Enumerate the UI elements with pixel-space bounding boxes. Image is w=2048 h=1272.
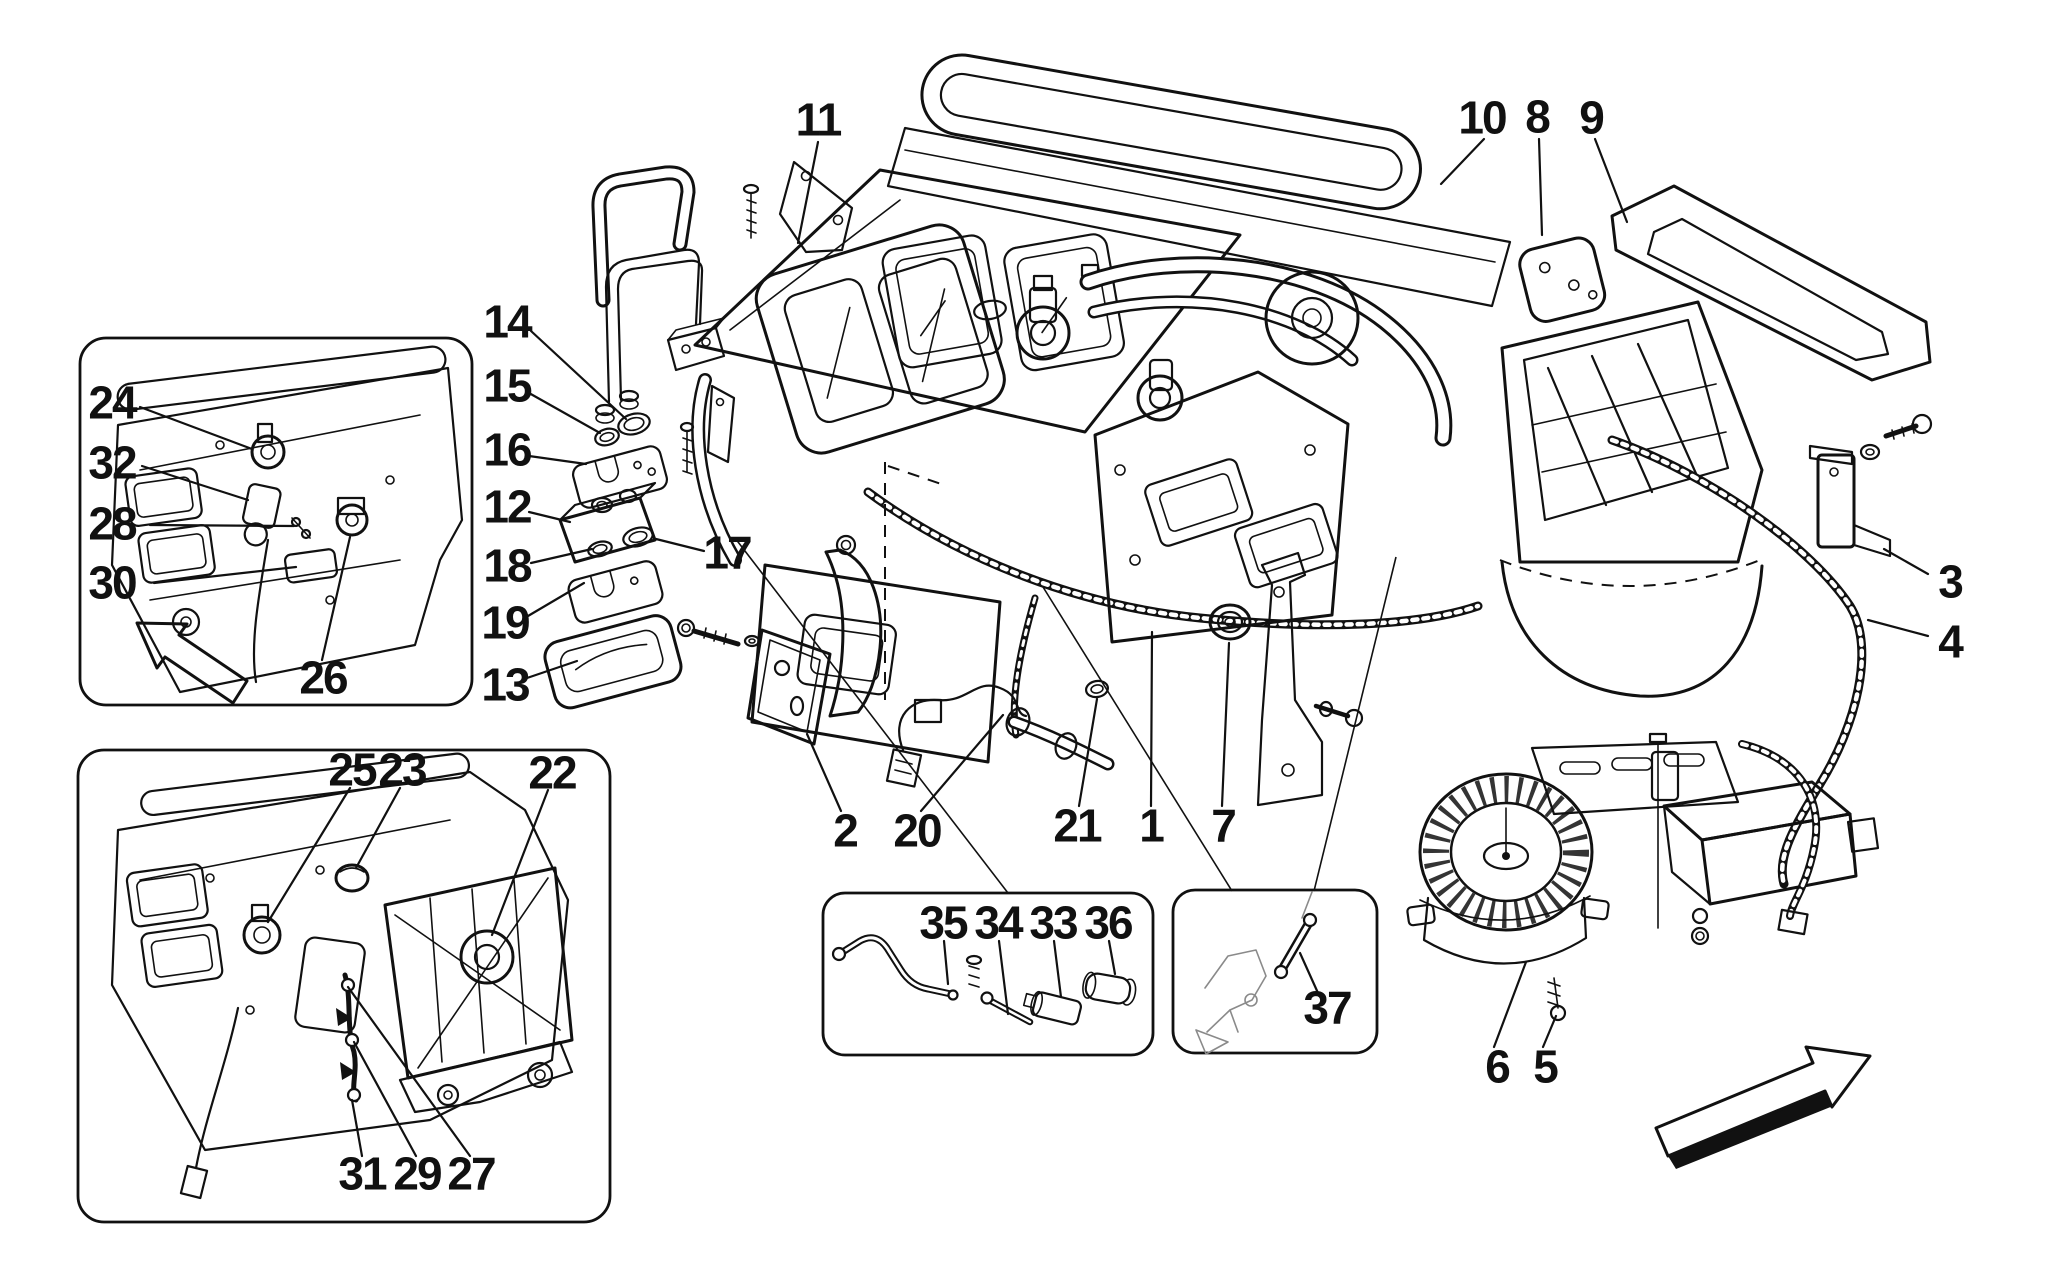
callout-26: 26	[299, 651, 348, 704]
slot-30-drawing	[284, 549, 337, 584]
hidden-position-dashes	[885, 462, 947, 700]
callout-28: 28	[88, 497, 137, 550]
servo-26-drawing	[337, 498, 367, 535]
link-rod-37-drawing	[1275, 914, 1316, 978]
seal-10-drawing	[916, 49, 1427, 215]
bracket-3-drawing	[1810, 415, 1931, 556]
callout-35: 35	[919, 896, 968, 949]
seal-tray-drawing	[888, 128, 1510, 306]
callout-16: 16	[483, 423, 532, 476]
callout-32: 32	[88, 436, 137, 489]
callout-9: 9	[1579, 91, 1605, 144]
screw-5-drawing	[1548, 978, 1565, 1020]
detail-projection-lines	[735, 538, 1396, 893]
callout-27: 27	[447, 1147, 496, 1200]
plate-8-drawing	[1516, 235, 1608, 325]
direction-arrow-up-left-icon	[137, 623, 247, 703]
callout-19: 19	[481, 596, 530, 649]
callout-20: 20	[893, 804, 942, 857]
callout-5: 5	[1533, 1040, 1559, 1093]
grommet-7-drawing	[1210, 605, 1250, 639]
screw-34-drawing	[967, 956, 1030, 1022]
intake-grille-drawing	[1500, 302, 1762, 696]
callout-4: 4	[1938, 615, 1964, 668]
actuator-sketch-faint	[1196, 892, 1312, 1054]
blower-6-drawing	[1407, 774, 1609, 964]
callout-7: 7	[1211, 799, 1237, 852]
flap-linkage-drawing	[294, 936, 366, 1101]
main-assembly-drawing	[541, 49, 1510, 805]
blower-motor-top-drawing	[1266, 272, 1358, 364]
ecu-module-drawing	[1664, 782, 1878, 944]
callout-22: 22	[528, 746, 577, 799]
callout-24: 24	[88, 376, 137, 429]
heater-hoses-drawing	[698, 265, 1444, 560]
link-28-drawing	[292, 518, 310, 538]
callout-2: 2	[833, 804, 859, 857]
servo-actuator-drawing	[1017, 276, 1182, 420]
callout-15: 15	[483, 359, 532, 412]
bushing-33-drawing	[1022, 989, 1082, 1026]
blower-ecu-group-drawing	[1407, 734, 1878, 1020]
callout-1: 1	[1139, 799, 1165, 852]
sleeve-36-drawing	[1081, 971, 1137, 1006]
direction-arrow-up-right-icon	[1656, 1047, 1870, 1169]
callout-36: 36	[1084, 896, 1133, 949]
detail-box-rear-view	[80, 338, 472, 705]
callout-18: 18	[483, 539, 532, 592]
callout-25: 25	[328, 743, 377, 796]
callout-3: 3	[1938, 555, 1964, 608]
ecu-harness-drawing	[1742, 744, 1816, 934]
callout-11: 11	[795, 93, 843, 146]
rod-35-drawing	[833, 938, 958, 1000]
expansion-valve-stack-drawing	[541, 410, 684, 711]
callout-30: 30	[88, 556, 137, 609]
right-assembly-drawing	[1266, 186, 1931, 884]
strap-bracket-drawing	[1258, 553, 1362, 805]
housing-vents-drawing	[880, 212, 1126, 393]
heater-pipes-drawing	[596, 173, 724, 423]
harness-4-drawing	[1612, 440, 1862, 884]
callout-17: 17	[703, 526, 752, 579]
callout-12: 12	[483, 480, 532, 533]
duct-9-drawing	[1612, 186, 1930, 380]
detail-box-linkage	[823, 893, 1153, 1055]
callout-29: 29	[393, 1147, 442, 1200]
callout-8: 8	[1525, 90, 1551, 143]
distribution-box-drawing	[1095, 372, 1348, 642]
servo-24-drawing	[252, 424, 284, 468]
hose-20-drawing	[887, 686, 1108, 787]
bracket-2-drawing	[678, 536, 881, 744]
callout-37: 37	[1303, 981, 1352, 1034]
callout-6: 6	[1485, 1040, 1511, 1093]
callout-leader-lines	[140, 139, 1928, 1156]
detail-box-front-view	[78, 750, 610, 1222]
callout-14: 14	[483, 295, 532, 348]
callout-10: 10	[1458, 91, 1507, 144]
callout-21: 21	[1053, 799, 1102, 852]
callout-31: 31	[338, 1147, 387, 1200]
servo-25-drawing	[244, 905, 280, 953]
callout-33: 33	[1029, 896, 1078, 949]
detail-box-link-rod	[1173, 890, 1377, 1054]
mounting-brackets-drawing	[681, 162, 852, 474]
oring-21-drawing	[1085, 679, 1109, 699]
valve-32-drawing	[238, 483, 282, 548]
callout-34: 34	[974, 896, 1023, 949]
dome-23-drawing	[336, 865, 368, 891]
callout-23: 23	[378, 743, 427, 796]
main-harness-drawing	[868, 492, 1478, 735]
callout-13: 13	[481, 658, 530, 711]
evaporator-22-drawing	[385, 868, 572, 1112]
